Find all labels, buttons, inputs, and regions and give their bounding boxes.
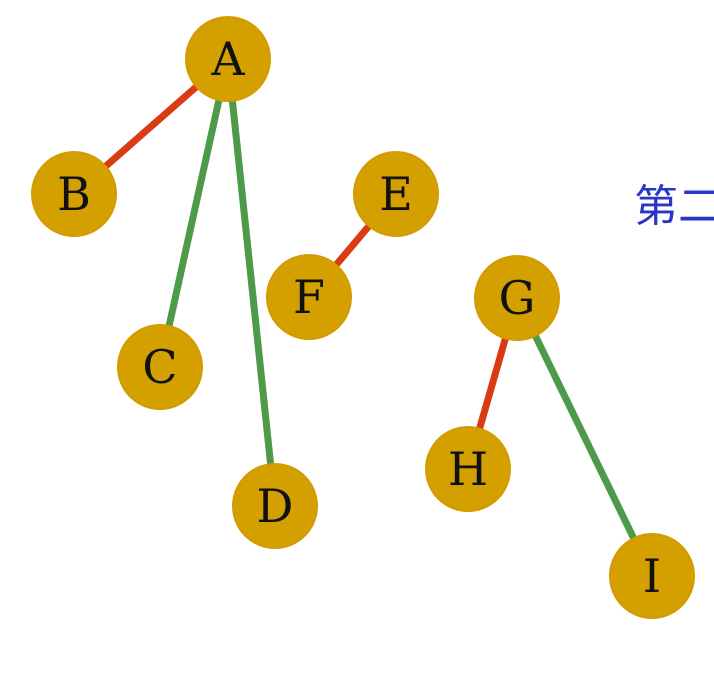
edge-g-i <box>513 296 656 578</box>
node-label: G <box>499 271 536 325</box>
node-h: H <box>425 426 511 512</box>
node-circle <box>474 255 560 341</box>
node-a: A <box>185 16 271 102</box>
node-b: B <box>31 151 117 237</box>
node-label: D <box>257 479 294 533</box>
side-text: 第二 <box>634 181 714 232</box>
node-label: C <box>142 340 177 394</box>
node-circle <box>353 151 439 237</box>
edges-layer <box>71 56 656 578</box>
node-circle <box>31 151 117 237</box>
edge-a-d <box>224 58 279 507</box>
node-g: G <box>474 255 560 341</box>
node-circle <box>609 533 695 619</box>
node-label: I <box>643 549 661 603</box>
node-label: F <box>293 270 325 324</box>
node-i: I <box>609 533 695 619</box>
node-f: F <box>266 254 352 340</box>
node-label: E <box>379 167 413 221</box>
node-label: B <box>57 167 91 221</box>
node-circle <box>266 254 352 340</box>
node-label: A <box>210 32 245 86</box>
node-d: D <box>232 463 318 549</box>
node-circle <box>232 463 318 549</box>
node-label: H <box>448 442 488 496</box>
node-circle <box>425 426 511 512</box>
node-e: E <box>353 151 439 237</box>
node-circle <box>185 16 271 102</box>
node-c: C <box>117 324 203 410</box>
edge-a-c <box>156 58 232 368</box>
node-circle <box>117 324 203 410</box>
nodes-layer: A B C D EF G H I <box>31 16 695 619</box>
